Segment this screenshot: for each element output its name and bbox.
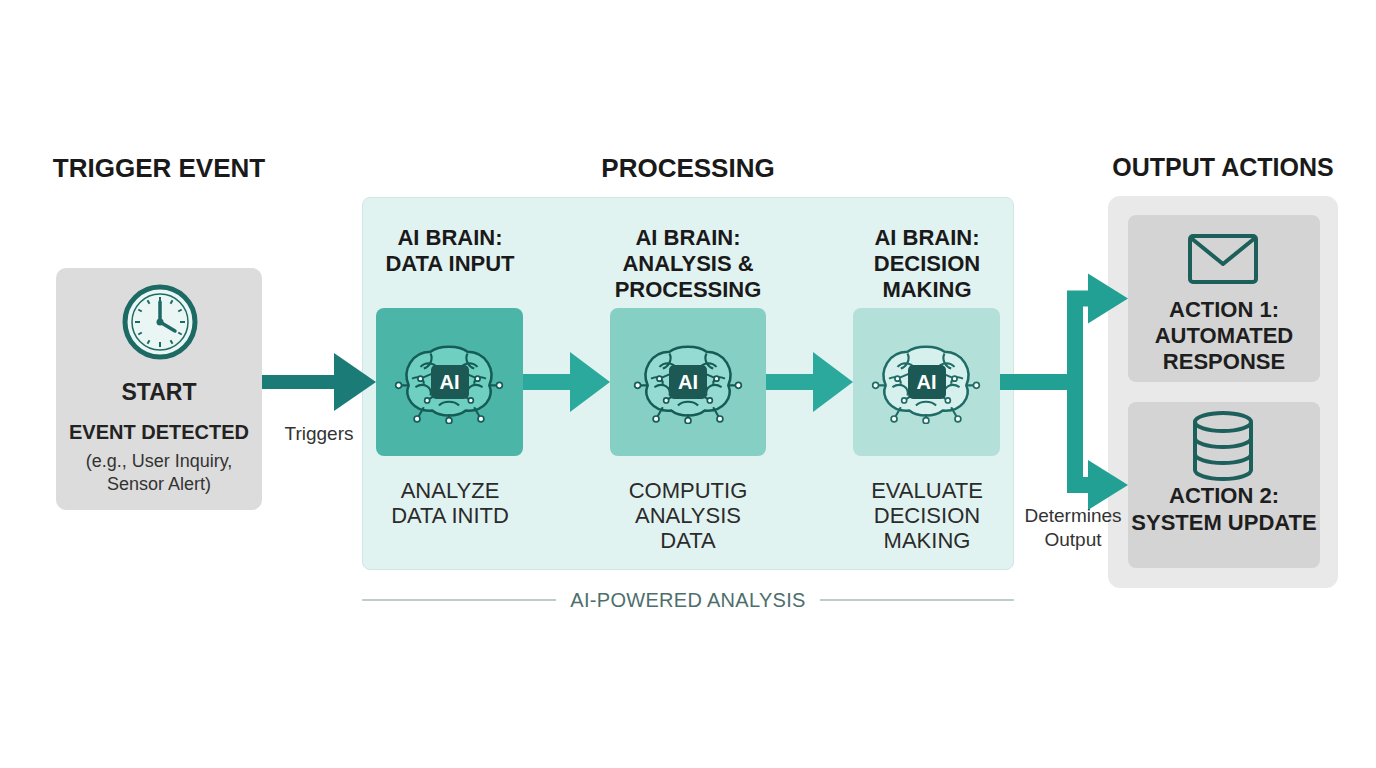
arrow-shaft (262, 375, 335, 389)
box-caption: EVALUATE DECISION MAKING (852, 478, 1002, 553)
divider-line (362, 599, 1014, 601)
flow-arrow (523, 352, 610, 412)
arrow-head (813, 352, 853, 412)
box-caption: COMPUTIG ANALYSIS DATA (613, 478, 763, 553)
box-caption: ANALYZE DATA INITD (375, 478, 525, 528)
ai-badge: AI (908, 365, 946, 399)
clock-face (125, 287, 195, 357)
ai-process-box: AI BRAIN: DECISION MAKINGAIEVALUATE DECI… (853, 308, 1000, 456)
arrow-head (1088, 460, 1128, 510)
box-heading: AI BRAIN: DECISION MAKING (847, 225, 1007, 303)
action-box: ACTION 1: AUTOMATED RESPONSE (1128, 215, 1320, 382)
section-caption: AI-POWERED ANALYSIS (538, 588, 838, 612)
ai-badge: AI (431, 365, 469, 399)
node-subtitle: EVENT DETECTED (56, 419, 262, 445)
clock-center (157, 319, 164, 326)
section-heading: PROCESSING (363, 153, 1013, 183)
output-group: OUTPUT ACTIONSACTION 1: AUTOMATED RESPON… (1108, 196, 1338, 588)
box-heading: AI BRAIN: ANALYSIS & PROCESSING (608, 225, 768, 303)
processing-band: PROCESSINGAI BRAIN: DATA INPUTAIANALYZE … (362, 197, 1014, 570)
arrow-head (1088, 274, 1128, 324)
action-label: ACTION 2: SYSTEM UPDATE (1126, 482, 1322, 536)
arrow-shaft (523, 374, 571, 390)
action-box: ACTION 2: SYSTEM UPDATE (1128, 402, 1320, 568)
ai-process-box: AI BRAIN: ANALYSIS & PROCESSINGAICOMPUTI… (610, 308, 766, 456)
arrow-shaft (1000, 299, 1089, 383)
flow-arrow (766, 352, 853, 412)
action-label: ACTION 1: AUTOMATED RESPONSE (1126, 297, 1322, 375)
node-title: START (56, 378, 262, 406)
trigger-box: TRIGGER EVENTSTARTEVENT DETECTED(e.g., U… (56, 268, 262, 510)
edge-label: Determines Output (1018, 504, 1128, 552)
clock-ticks (135, 297, 185, 347)
arrow-shaft (1000, 382, 1089, 485)
brain-icon (396, 347, 503, 424)
flow-arrow (262, 353, 376, 411)
brain-icon (873, 347, 980, 424)
flow-arrow (1000, 382, 1128, 510)
flow-arrow (1000, 274, 1128, 383)
arrow-shaft (766, 374, 814, 390)
ai-process-box: AI BRAIN: DATA INPUTAIANALYZE DATA INITD (376, 308, 523, 456)
clock-ring (132, 294, 188, 350)
ai-badge: AI (669, 365, 707, 399)
database-body (1195, 422, 1251, 479)
section-heading: OUTPUT ACTIONS (1083, 152, 1363, 182)
brain-icon (635, 347, 742, 424)
node-note: (e.g., User Inquiry, Sensor Alert) (69, 450, 249, 496)
box-heading: AI BRAIN: DATA INPUT (370, 225, 530, 277)
arrow-head (570, 352, 610, 412)
database-icon (1195, 413, 1251, 479)
envelope-body (1190, 236, 1256, 282)
envelope-flap (1191, 238, 1255, 264)
envelope-icon (1190, 236, 1256, 282)
arrow-head (334, 353, 376, 411)
section-heading: TRIGGER EVENT (39, 153, 279, 183)
clock-hands (160, 302, 175, 331)
edge-label: Triggers (259, 422, 379, 446)
clock-icon (125, 287, 195, 357)
database-top (1195, 413, 1251, 431)
